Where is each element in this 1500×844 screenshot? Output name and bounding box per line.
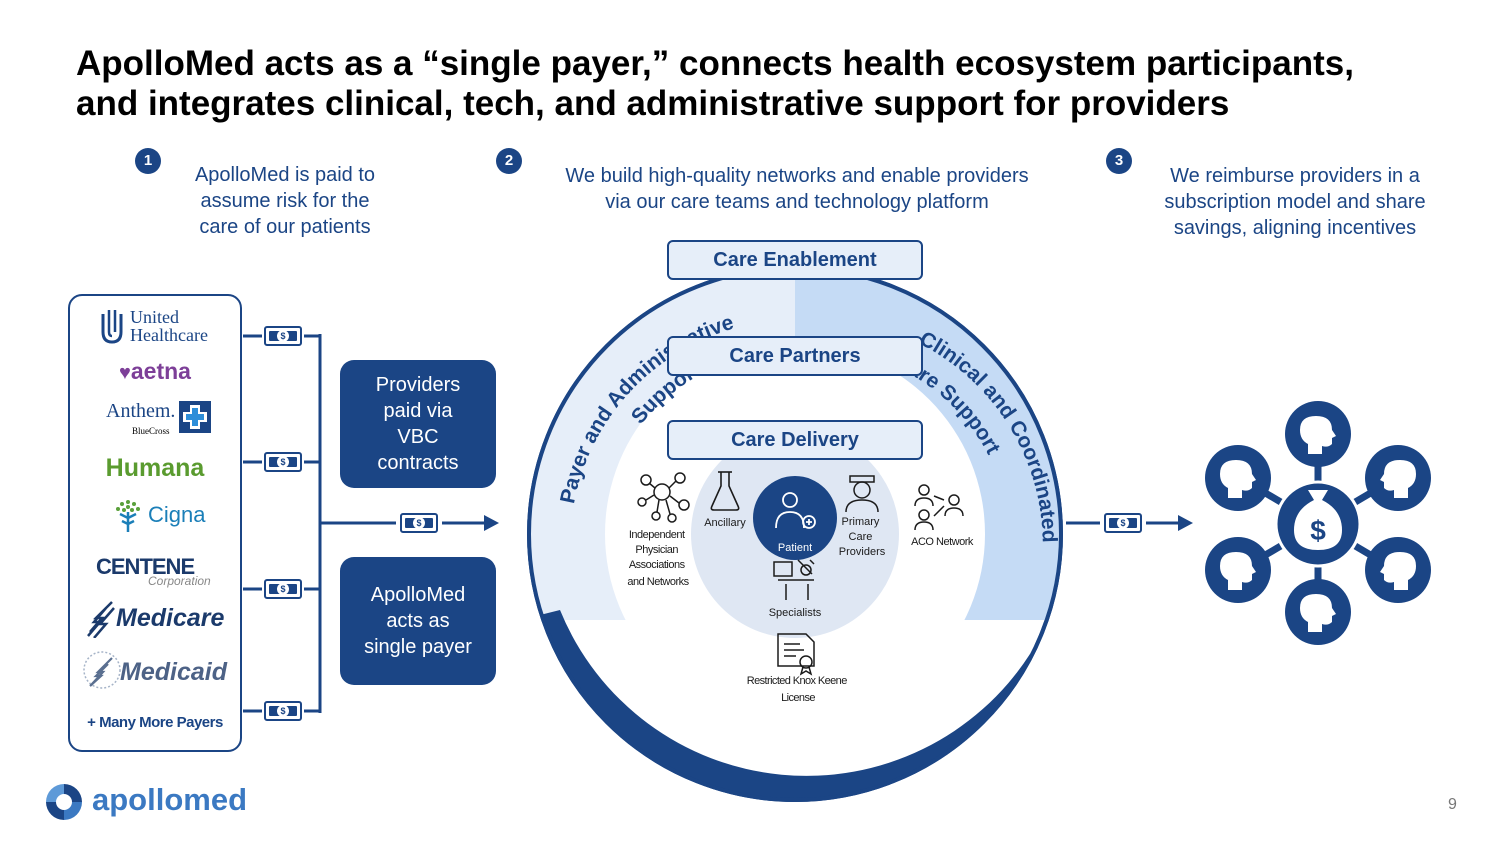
patient-circle	[753, 476, 837, 560]
dollar-bill-icon: $	[264, 579, 302, 599]
pill-line: contracts	[377, 452, 459, 474]
aco-label: ACO Network	[911, 536, 974, 548]
primary-care-label: Primary Care Providers	[839, 516, 886, 558]
providers-hub: $	[1205, 401, 1431, 645]
care-partners-box: Care Partners	[667, 336, 923, 376]
step-2-line: via our care teams and technology platfo…	[605, 191, 989, 213]
care-delivery-box: Care Delivery	[667, 420, 923, 460]
dollar-bill-icon: $	[264, 701, 302, 721]
doctor-icon	[775, 492, 816, 529]
apollomed-logo-text: apollomed	[92, 782, 248, 817]
step-3-line: We reimburse providers in a	[1170, 165, 1420, 187]
specialist-desk-icon	[773, 559, 815, 600]
pill-line: ApolloMed	[370, 584, 466, 606]
step-3-line: savings, aligning incentives	[1173, 217, 1417, 239]
step-1-line: care of our patients	[199, 216, 371, 238]
technology-label-2: Suite	[769, 751, 820, 774]
dollar-bill-icon: $	[1104, 513, 1142, 533]
technology-label: Technology	[735, 713, 855, 739]
centene-logo: CENTENE Corporation	[96, 554, 226, 594]
pill-line: paid via	[383, 400, 453, 422]
step-1-badge: 1	[135, 148, 161, 174]
title-line-1: ApolloMed acts as a “single payer,” conn…	[76, 44, 1354, 83]
cigna-text: Cigna	[148, 502, 206, 527]
pill-line: acts as	[386, 610, 450, 632]
united-line-1: United	[130, 307, 179, 327]
united-line-2: Healthcare	[130, 325, 208, 345]
apollomed-logo: apollomed	[42, 780, 282, 824]
providers-paid-pill: Providers paid via VBC contracts	[340, 360, 496, 488]
step-2-caption: We build high-quality networks and enabl…	[530, 163, 1064, 215]
centene-text: CENTENE	[96, 554, 195, 579]
page-number: 9	[1448, 796, 1457, 813]
svg-text:$: $	[1310, 515, 1326, 546]
patient-label: Patient	[778, 542, 812, 554]
dollar-bill-icon: $	[400, 513, 438, 533]
step-2-badge: 2	[496, 148, 522, 174]
pill-line: VBC	[397, 426, 439, 448]
dollar-bill-icon: $	[264, 326, 302, 346]
step-2-line: We build high-quality networks and enabl…	[565, 165, 1029, 187]
humana-logo: Humana	[105, 454, 205, 482]
cigna-tree-icon	[116, 500, 140, 532]
single-payer-pill: ApolloMed acts as single payer	[340, 557, 496, 685]
united-healthcare-logo: United Healthcare	[100, 308, 230, 348]
step-1-line: ApolloMed is paid to	[194, 164, 376, 186]
ancillary-label: Ancillary	[704, 517, 746, 529]
money-bag-icon: $	[1294, 490, 1342, 550]
title-line-2: and integrates clinical, tech, and admin…	[76, 84, 1230, 123]
specialists-label: Specialists	[769, 607, 822, 619]
medicaid-logo: Medicaid	[82, 650, 234, 692]
payer-logos-panel: United Healthcare ♥aetna Anthem. BlueCro…	[68, 294, 242, 752]
flask-icon	[710, 471, 740, 511]
step-3-caption: We reimburse providers in a subscription…	[1140, 163, 1450, 241]
medicaid-text: Medicaid	[120, 658, 227, 686]
aetna-text: aetna	[130, 358, 191, 384]
hhs-eagle-icon	[87, 601, 115, 638]
step-1-line: assume risk for the	[200, 190, 370, 212]
anthem-text: Anthem.	[106, 400, 176, 422]
aco-people-icon	[914, 484, 964, 531]
nurse-icon	[845, 475, 879, 513]
anthem-logo: Anthem. BlueCross	[106, 400, 216, 440]
step-3-line: subscription model and share	[1164, 191, 1426, 213]
pill-line: single payer	[364, 636, 472, 658]
aetna-logo: ♥aetna	[70, 358, 240, 385]
hhs-seal-icon	[83, 651, 121, 689]
apollomed-logo-icon	[46, 784, 82, 820]
certificate-icon	[777, 633, 815, 676]
centene-sub-text: Corporation	[148, 574, 211, 588]
medicare-text: Medicare	[116, 604, 225, 632]
anthem-cross-icon	[179, 401, 211, 433]
network-icon	[637, 472, 690, 523]
cigna-logo: Cigna	[112, 496, 222, 536]
aetna-heart-icon: ♥	[119, 362, 131, 384]
knox-keene-label: Restricted Knox Keene License	[747, 675, 849, 704]
dollar-bill-icon: $	[264, 452, 302, 472]
medicare-logo: Medicare	[84, 598, 234, 640]
care-enablement-box: Care Enablement	[667, 240, 923, 280]
pill-line: Providers	[375, 374, 461, 396]
anthem-sub-text: BlueCross	[132, 426, 170, 436]
step-1-caption: ApolloMed is paid to assume risk for the…	[160, 162, 410, 240]
ipa-label: Independent Physician Associations and N…	[627, 529, 689, 588]
united-healthcare-logo-icon	[101, 310, 123, 344]
step-3-badge: 3	[1106, 148, 1132, 174]
page-title: ApolloMed acts as a “single payer,” conn…	[76, 44, 1456, 124]
many-more-payers: + Many More Payers	[87, 714, 223, 731]
